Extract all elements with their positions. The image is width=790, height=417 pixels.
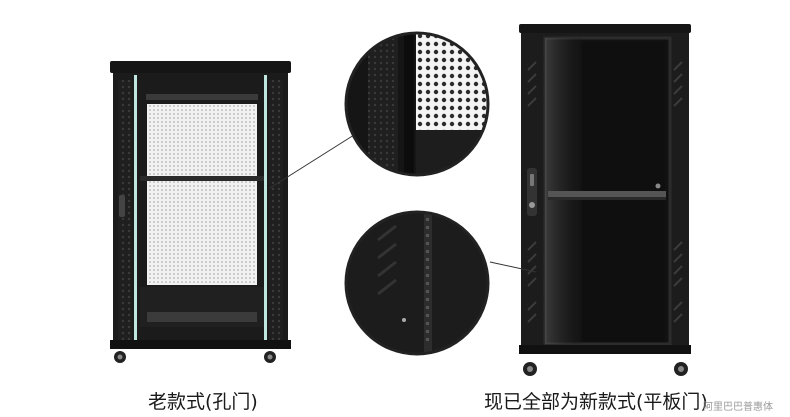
old-style-caption: 老款式(孔门) [148, 391, 258, 413]
connector-top [269, 134, 355, 189]
flat-panel-side-closeup-icon [344, 210, 490, 356]
old-cabinet [110, 61, 291, 363]
perforated-door-closeup-icon [344, 31, 490, 177]
connector-bottom [489, 261, 537, 273]
font-watermark: 阿里巴巴普惠体 [703, 402, 773, 413]
new-style-caption: 现已全部为新款式(平板门) [484, 391, 708, 413]
new-cabinet [519, 24, 691, 376]
